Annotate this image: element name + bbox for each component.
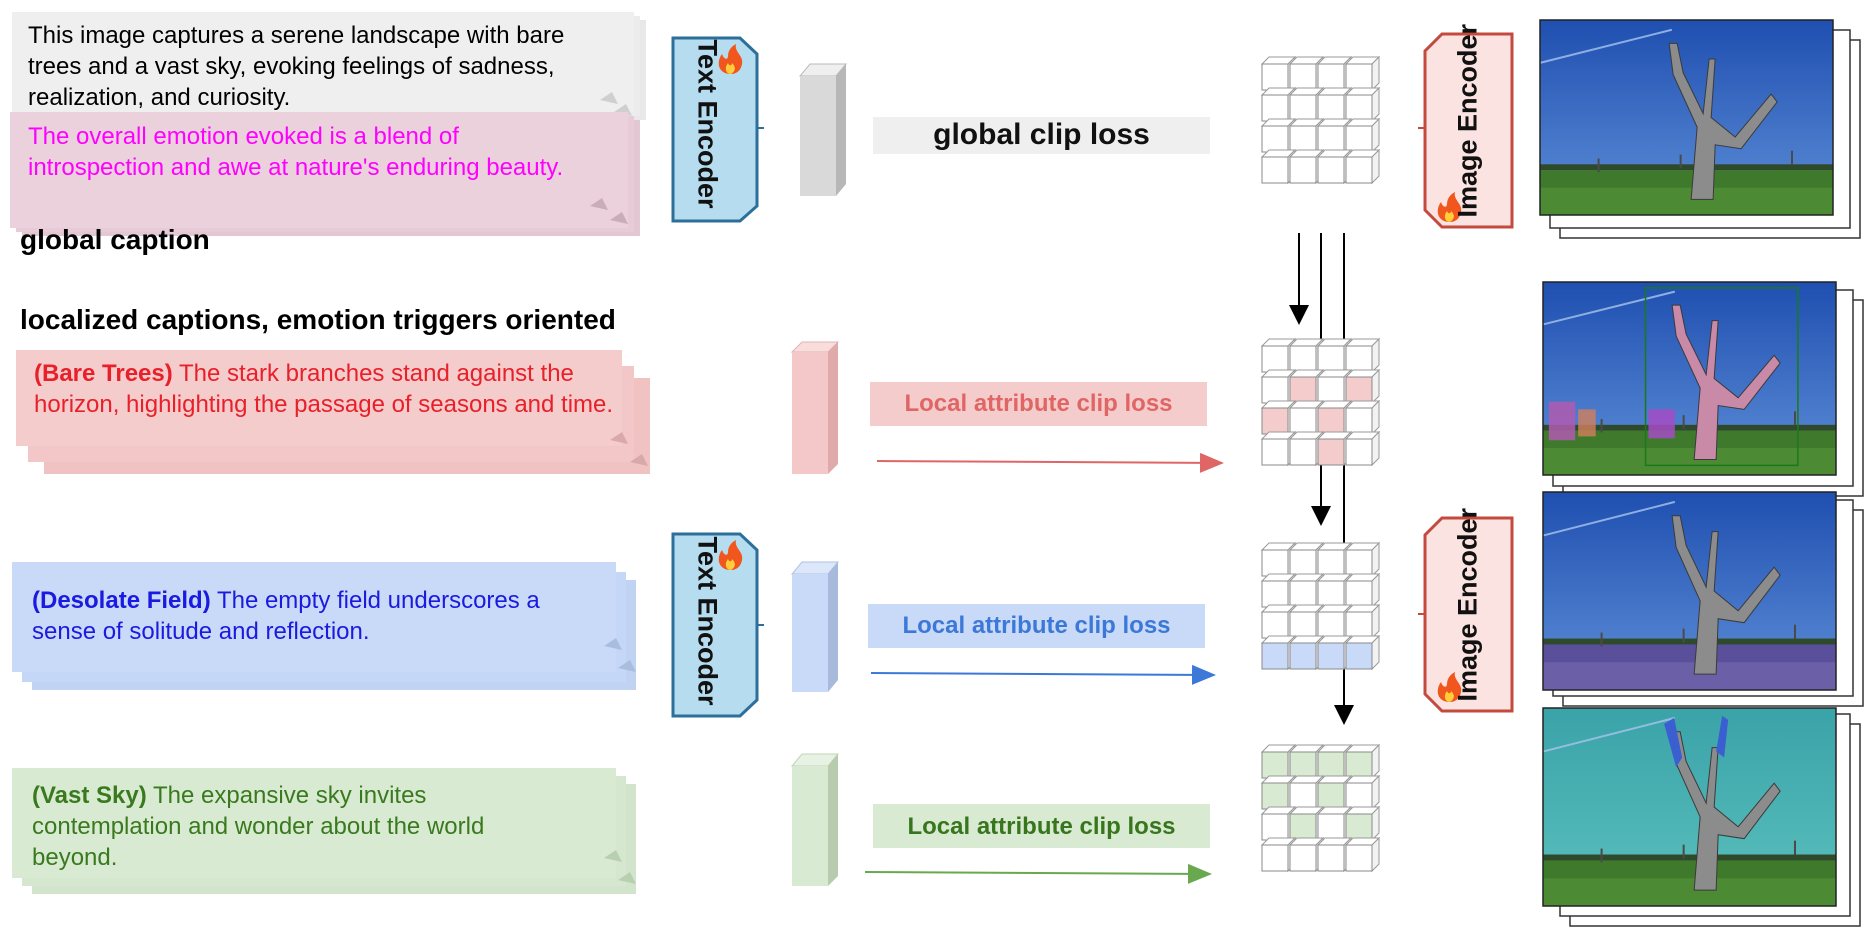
vast-sky-text-embedding — [790, 753, 840, 886]
similarity-grid-vast-sky — [1260, 743, 1381, 873]
similarity-grid-bare-trees — [1260, 337, 1381, 467]
text-encoder-top-shape — [671, 36, 764, 223]
grid-cell — [1344, 805, 1381, 842]
grid-cell — [1344, 774, 1381, 811]
bare-trees-caption: (Bare Trees) The stark branches stand ag… — [34, 358, 614, 420]
similarity-grid-global — [1260, 55, 1381, 185]
grid-cell — [1344, 86, 1381, 123]
flame-icon — [1437, 672, 1462, 702]
bare-trees-loss-label: Local attribute clip loss — [904, 390, 1173, 417]
image-encoder-top-shape — [1418, 32, 1514, 229]
global-caption-paper — [12, 12, 646, 120]
vast-sky-loss-arrow — [864, 863, 1212, 884]
text-encoder-top-label: Text Encoder — [692, 39, 723, 209]
grid-cell — [1344, 337, 1381, 374]
emotion-caption-text: The overall emotion evoked is a blend of… — [28, 123, 564, 181]
bare-trees-text-embedding — [790, 341, 840, 474]
image-encoder-bottom-label: Image Encoder — [1452, 507, 1483, 702]
grid-cell — [1344, 572, 1381, 609]
global-caption-text: This image captures a serene landscape w… — [28, 22, 565, 111]
desolate-field-loss-arrow — [870, 664, 1216, 685]
grid-cell — [1344, 541, 1381, 578]
vast-sky-loss-label: Local attribute clip loss — [907, 813, 1176, 840]
text-encoder-bottom-shape — [671, 532, 764, 718]
flame-icon — [718, 540, 743, 570]
similarity-grid-desolate-field — [1260, 541, 1381, 671]
grid-cell — [1288, 836, 1325, 873]
desolate-field-loss-box — [868, 604, 1205, 648]
grid-cell — [1344, 836, 1381, 873]
landscape-photo-sky-highlight — [1542, 707, 1837, 907]
local-caption-heading: localized captions, emotion triggers ori… — [20, 304, 616, 335]
desolate-field-loss-label: Local attribute clip loss — [902, 612, 1171, 639]
global-clip-loss-box — [873, 117, 1210, 154]
desolate-field-text-embedding — [790, 561, 840, 692]
image-encoder-top-label: Image Encoder — [1452, 23, 1483, 218]
desolate-field-caption: (Desolate Field) The empty field undersc… — [32, 585, 602, 647]
vast-sky-caption-title: (Vast Sky) — [32, 782, 147, 809]
global-caption-heading: global caption — [20, 224, 210, 255]
grid-cell — [1344, 430, 1381, 467]
grid-cell — [1344, 603, 1381, 640]
flame-icon — [1437, 192, 1462, 222]
bare-trees-caption-title: (Bare Trees) — [34, 360, 173, 387]
grid-cell — [1344, 148, 1381, 185]
global-text-embedding — [798, 63, 848, 196]
emotion-caption-paper — [10, 112, 640, 236]
grid-cell — [1344, 368, 1381, 405]
bare-trees-loss-arrow — [876, 452, 1224, 473]
grid-cell — [1344, 55, 1381, 92]
grid-cell — [1344, 634, 1381, 671]
landscape-photo-original — [1539, 19, 1834, 216]
bare-trees-loss-box — [870, 382, 1207, 426]
landscape-photo-bare-trees-highlight — [1542, 281, 1837, 476]
grid-cell — [1344, 117, 1381, 154]
image-encoder-bottom-shape — [1418, 516, 1514, 713]
vast-sky-caption-body: The expansive sky invites contemplation … — [32, 782, 485, 871]
desolate-field-caption-body: The empty field underscores a sense of s… — [32, 587, 540, 645]
desolate-field-caption-title: (Desolate Field) — [32, 587, 211, 614]
global-clip-loss-label: global clip loss — [933, 118, 1150, 151]
grid-cell — [1344, 399, 1381, 436]
flame-icon — [718, 44, 743, 74]
vast-sky-caption-paper — [12, 768, 636, 894]
bare-trees-caption-body: The stark branches stand against the hor… — [34, 360, 614, 418]
desolate-field-caption-paper — [12, 562, 636, 690]
vast-sky-loss-box — [873, 804, 1210, 848]
landscape-photo-field-highlight — [1542, 491, 1837, 691]
bare-trees-caption-paper — [16, 350, 650, 474]
text-encoder-bottom-label: Text Encoder — [692, 536, 723, 706]
vast-sky-caption: (Vast Sky) The expansive sky invites con… — [32, 780, 572, 873]
grid-cell — [1344, 743, 1381, 780]
